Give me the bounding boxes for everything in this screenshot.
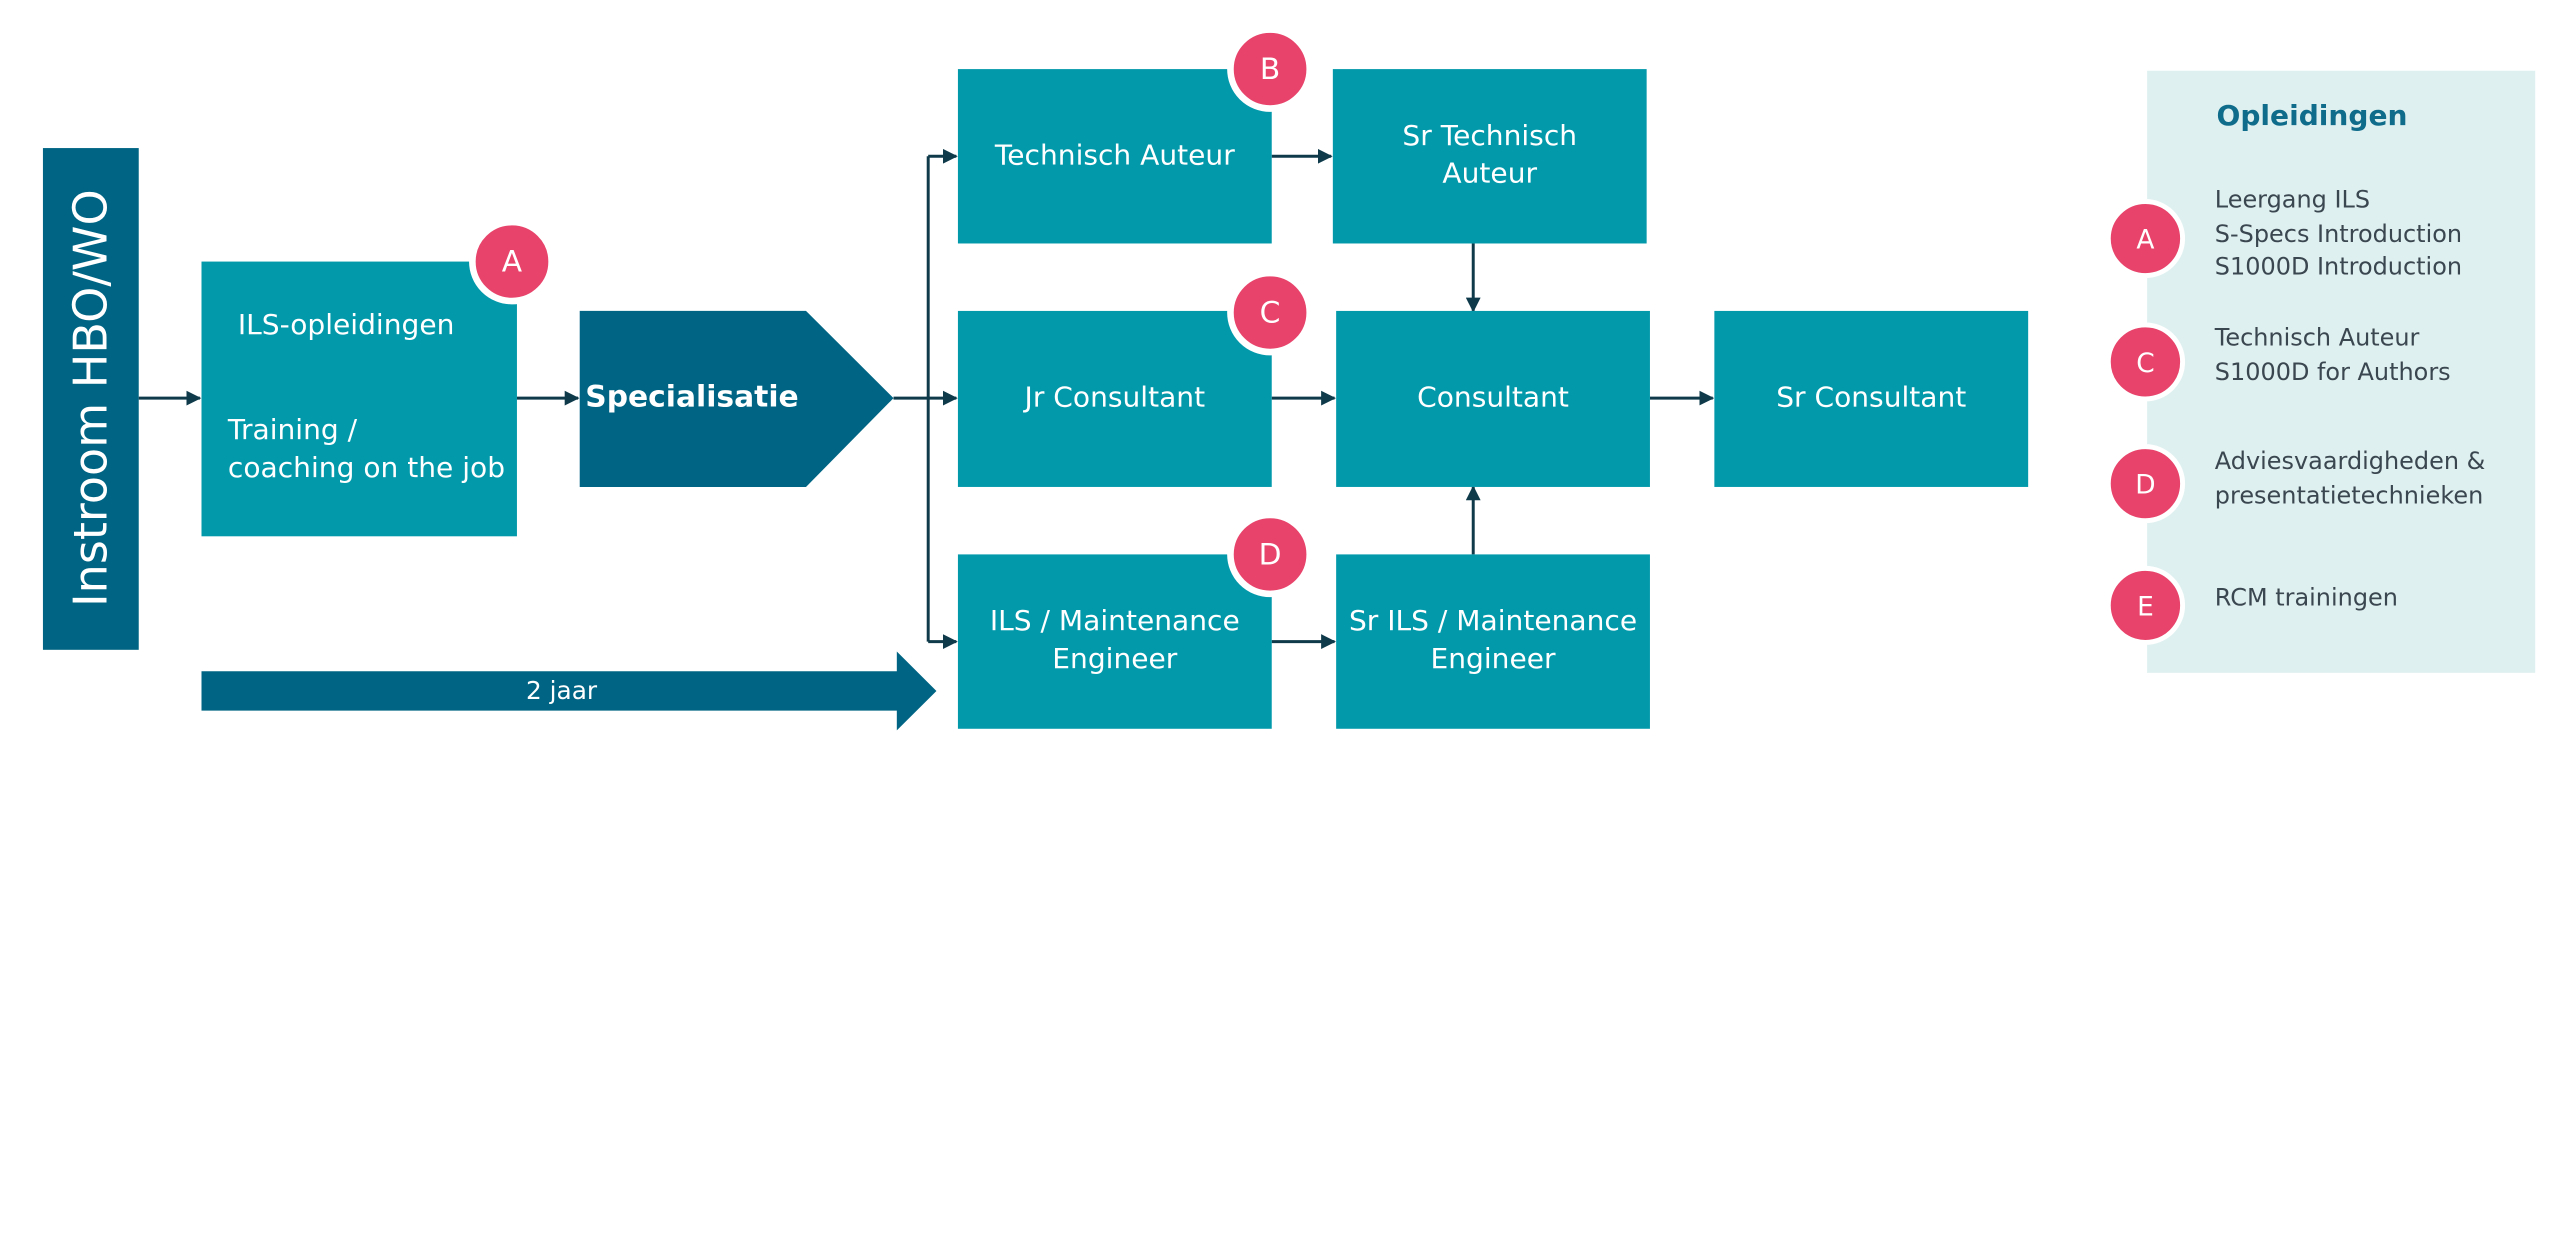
legend-badge-c: C — [2105, 322, 2186, 402]
role-consultant-label: Consultant — [1417, 381, 1569, 415]
specialisation-shape — [579, 310, 894, 487]
role-sr-consultant-label: Sr Consultant — [1776, 381, 1967, 415]
role-sr-consultant: Sr Consultant — [1714, 310, 2029, 487]
role-sr-ils-maintenance-engineer-line2: Engineer — [1430, 643, 1556, 677]
entry-label: Instroom HBO/WO — [63, 189, 119, 607]
role-technisch-auteur-label: Technisch Auteur — [994, 139, 1235, 172]
role-ils-maintenance-engineer: ILS / Maintenance Engineer — [957, 554, 1272, 729]
role-sr-technisch-auteur: Sr Technisch Auteur — [1332, 69, 1647, 244]
training-label-ils: ILS-opleidingen — [237, 309, 455, 343]
role-technisch-auteur: Technisch Auteur — [957, 69, 1272, 244]
badge-c: C — [1227, 269, 1314, 356]
training-box — [201, 261, 517, 537]
legend-item-e: RCM trainingen — [2215, 582, 2398, 616]
legend-item-a: Leergang ILS S-Specs Introduction S1000D… — [2215, 184, 2462, 285]
specialisation-label: Specialisatie — [585, 380, 799, 415]
legend-item-d: Adviesvaardigheden & presentatietechniek… — [2215, 446, 2486, 513]
role-sr-technisch-auteur-line1: Sr Technisch — [1402, 120, 1578, 153]
legend-item-c-line1: Technisch Auteur — [2214, 325, 2420, 353]
role-consultant: Consultant — [1336, 310, 1650, 487]
legend-item-d-line1: Adviesvaardigheden & — [2214, 449, 2486, 476]
role-jr-consultant-label: Jr Consultant — [1024, 381, 1206, 415]
role-sr-ils-maintenance-engineer-line1: Sr ILS / Maintenance — [1348, 605, 1638, 639]
legend-item-c: Technisch Auteur S1000D for Authors — [2215, 322, 2451, 389]
legend-badge-d: D — [2105, 444, 2186, 524]
legend-item-c-line2: S1000D for Authors — [2214, 359, 2451, 386]
legend-item-a-line3: S1000D Introduction — [2214, 254, 2463, 282]
legend-badge-e: E — [2105, 565, 2186, 645]
role-sr-technisch-auteur-line2: Auteur — [1442, 157, 1538, 191]
diagram-canvas — [42, 70, 2536, 731]
entry-box — [42, 148, 139, 650]
legend-panel — [2147, 70, 2536, 673]
duration-arrow — [201, 651, 937, 731]
legend-item-a-line2: S-Specs Introduction — [2214, 221, 2463, 248]
badge-a: A — [469, 218, 555, 305]
legend-item-e-line1: RCM trainingen — [2214, 585, 2398, 612]
role-ils-maintenance-engineer-line2: Engineer — [1052, 643, 1178, 677]
training-label-line2: Training / — [227, 414, 358, 448]
duration-label: 2 jaar — [526, 676, 598, 706]
legend-badge-a: A — [2105, 199, 2186, 279]
role-jr-consultant: Jr Consultant — [957, 310, 1272, 487]
legend-item-d-line2: presentatietechnieken — [2214, 482, 2484, 510]
badge-b: B — [1227, 26, 1314, 112]
role-ils-maintenance-engineer-line1: ILS / Maintenance — [989, 605, 1240, 639]
legend-title: Opleidingen — [2216, 100, 2408, 134]
legend-item-a-line1: Leergang ILS — [2214, 187, 2371, 214]
training-label-coaching: Training / coaching on the job — [228, 413, 505, 489]
training-label-line3: coaching on the job — [227, 452, 506, 486]
role-sr-ils-maintenance-engineer: Sr ILS / Maintenance Engineer — [1336, 554, 1650, 729]
badge-d: D — [1227, 511, 1314, 598]
